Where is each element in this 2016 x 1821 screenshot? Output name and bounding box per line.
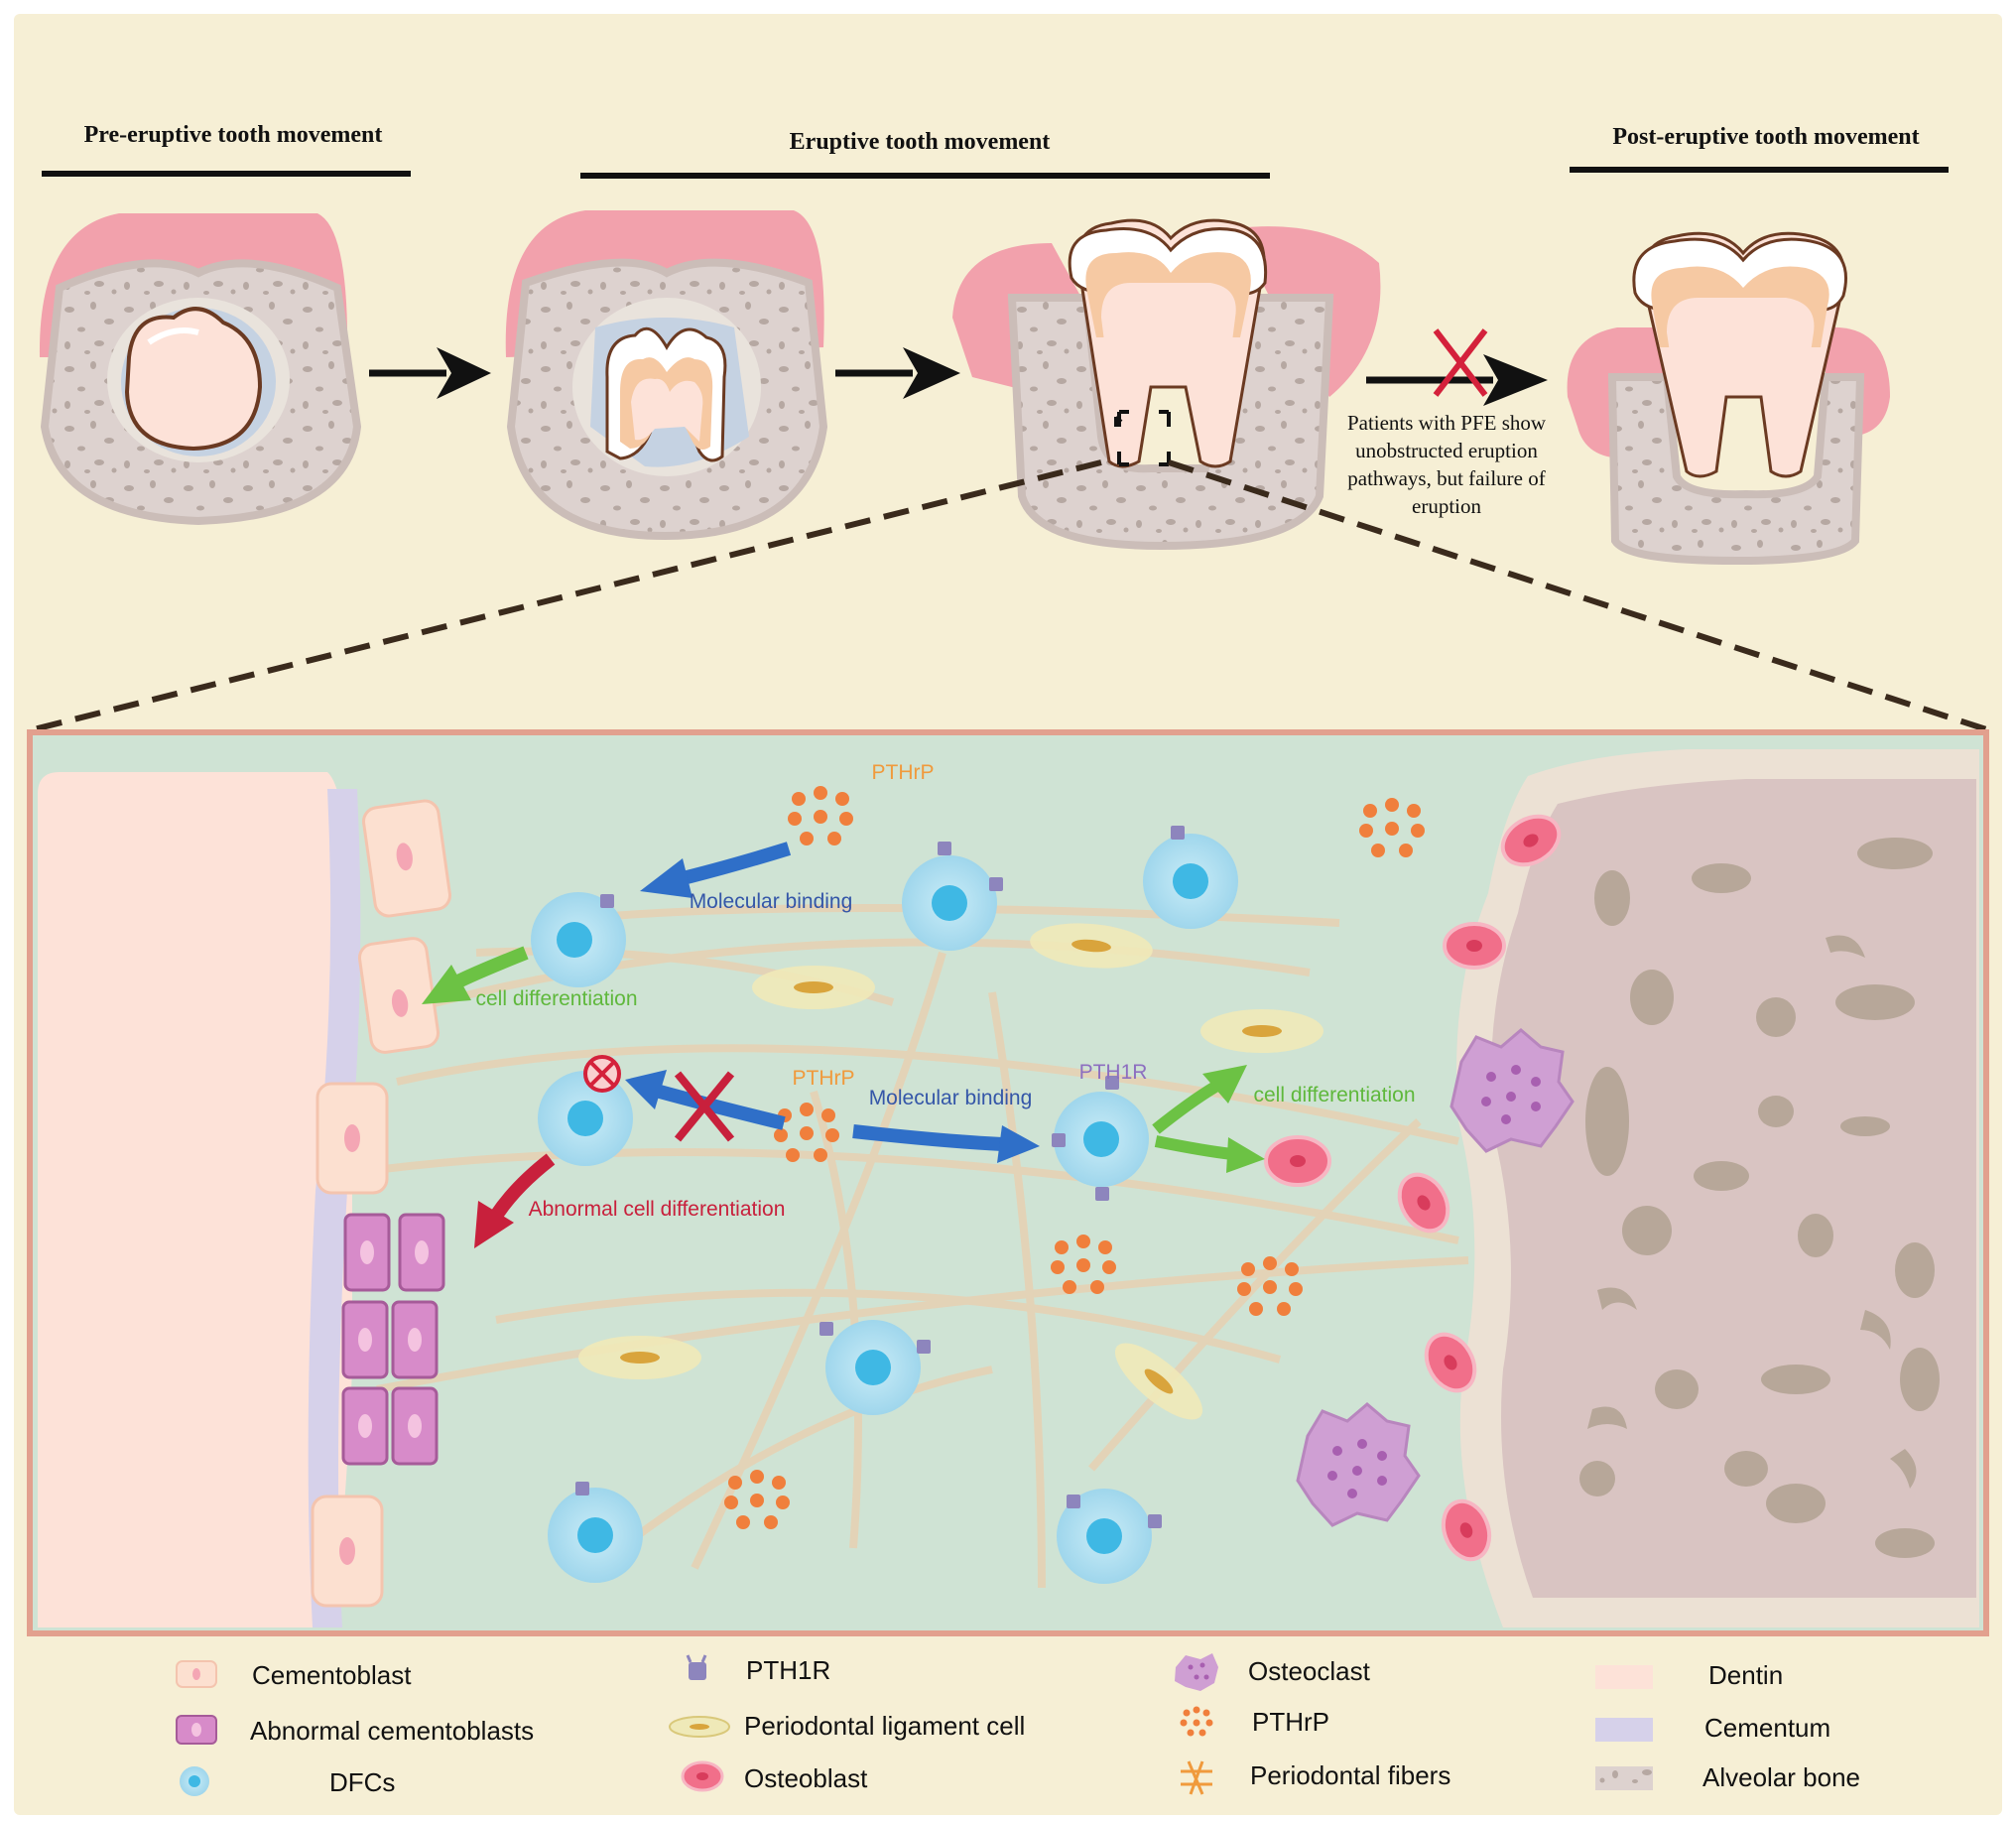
label-pthrp-top: PTHrP bbox=[872, 761, 935, 784]
label-cell-differentiation-right: cell differentiation bbox=[1253, 1084, 1415, 1106]
blocked-eruption-arrow bbox=[1366, 328, 1548, 406]
stage-underline-eruptive bbox=[580, 173, 1270, 179]
abnormal-cementoblast-cells bbox=[341, 1213, 445, 1466]
dfc-cells bbox=[531, 826, 1238, 1584]
legend-item-pdl-cell: Periodontal ligament cell bbox=[669, 1711, 1025, 1741]
stage-title-post: Post-eruptive tooth movement bbox=[1612, 124, 1919, 150]
stage-underline-post bbox=[1570, 167, 1949, 173]
legend-label-pth1r: PTH1R bbox=[746, 1655, 830, 1685]
legend-label-abnormal-cementoblasts: Abnormal cementoblasts bbox=[250, 1716, 534, 1746]
legend-label-dfcs: DFCs bbox=[329, 1767, 395, 1797]
legend-item-pth1r: PTH1R bbox=[686, 1654, 830, 1685]
bone-lacunae bbox=[1579, 838, 1940, 1558]
label-molecular-binding-top: Molecular binding bbox=[690, 890, 853, 913]
arrow-abnormal-differentiation bbox=[474, 1153, 556, 1248]
stage-underline-pre bbox=[42, 171, 411, 177]
arrow-molecular-binding-mid bbox=[852, 1124, 1040, 1163]
pfe-note-line-3: pathways, but failure of bbox=[1347, 466, 1545, 490]
arrow-cell-differentiation-right-up bbox=[1152, 1065, 1247, 1134]
pfe-note-line-4: eruption bbox=[1412, 494, 1481, 518]
label-pthrp-mid: PTHrP bbox=[793, 1067, 855, 1090]
legend-label-pdl-fibers: Periodontal fibers bbox=[1250, 1760, 1450, 1790]
legend-label-cementoblast: Cementoblast bbox=[252, 1660, 412, 1690]
legend-item-pthrp: PTHrP bbox=[1180, 1706, 1329, 1737]
legend-label-cementum: Cementum bbox=[1704, 1713, 1830, 1743]
stage-title-pre: Pre-eruptive tooth movement bbox=[84, 122, 383, 148]
tooth-stage-pre bbox=[39, 213, 362, 526]
label-molecular-binding-mid: Molecular binding bbox=[869, 1087, 1033, 1109]
legend-item-dfcs: DFCs bbox=[180, 1766, 395, 1797]
legend-label-pdl-cell: Periodontal ligament cell bbox=[744, 1711, 1025, 1741]
cementoblast-cells bbox=[311, 799, 451, 1608]
arrow-blocked-binding bbox=[625, 1070, 786, 1130]
tooth-stage-eruptive-late bbox=[952, 218, 1381, 551]
legend: Cementoblast Abnormal cementoblasts DFCs… bbox=[176, 1653, 1860, 1797]
zoom-line-right bbox=[1168, 459, 1987, 732]
osteoblast-cells bbox=[1264, 814, 1562, 1562]
legend-item-abnormal-cementoblasts: Abnormal cementoblasts bbox=[176, 1715, 534, 1746]
pfe-note-line-2: unobstructed eruption bbox=[1355, 439, 1538, 462]
cementum-layer bbox=[308, 789, 361, 1627]
legend-item-alveolar-bone: Alveolar bone bbox=[1595, 1762, 1860, 1792]
zoom-line-left bbox=[33, 459, 1102, 732]
stage-title-eruptive: Eruptive tooth movement bbox=[790, 129, 1051, 155]
legend-label-alveolar-bone: Alveolar bone bbox=[1702, 1762, 1860, 1792]
label-pth1r: PTH1R bbox=[1079, 1061, 1148, 1084]
legend-label-osteoclast: Osteoclast bbox=[1248, 1656, 1371, 1686]
legend-item-dentin: Dentin bbox=[1595, 1660, 1783, 1690]
legend-label-osteoblast: Osteoblast bbox=[744, 1763, 868, 1793]
detail-panel: PTHrP Molecular binding cell differentia… bbox=[27, 729, 1989, 1636]
dentin-layer bbox=[38, 772, 352, 1627]
legend-item-cementum: Cementum bbox=[1595, 1713, 1830, 1743]
pdl-cells bbox=[578, 923, 1323, 1420]
legend-item-osteoclast: Osteoclast bbox=[1175, 1653, 1371, 1691]
tooth-stage-eruptive-early bbox=[505, 210, 828, 541]
tooth-stage-post bbox=[1567, 231, 1890, 566]
pfe-note: Patients with PFE show unobstructed erup… bbox=[1347, 411, 1547, 518]
label-cell-differentiation-left: cell differentiation bbox=[475, 987, 637, 1010]
arrow-eruptive-to-emerged bbox=[835, 347, 960, 399]
legend-label-dentin: Dentin bbox=[1708, 1660, 1783, 1690]
arrow-pre-to-eruptive bbox=[369, 347, 491, 399]
arrow-cell-differentiation-right-down bbox=[1154, 1135, 1265, 1173]
legend-item-cementoblast: Cementoblast bbox=[176, 1660, 412, 1690]
arrow-molecular-binding-top bbox=[640, 842, 792, 898]
pthrp-clusters bbox=[724, 786, 1425, 1529]
pfe-note-line-1: Patients with PFE show bbox=[1347, 411, 1547, 435]
inhibited-receptor-icon bbox=[583, 1055, 621, 1093]
block-x-icon bbox=[674, 1071, 735, 1142]
osteoclast-cells bbox=[1296, 1028, 1575, 1527]
arrow-cell-differentiation-left bbox=[422, 946, 529, 1004]
legend-item-pdl-fibers: Periodontal fibers bbox=[1181, 1760, 1450, 1795]
label-abnormal-differentiation: Abnormal cell differentiation bbox=[529, 1198, 786, 1221]
legend-item-osteoblast: Osteoblast bbox=[681, 1760, 868, 1793]
legend-label-pthrp: PTHrP bbox=[1252, 1707, 1329, 1737]
